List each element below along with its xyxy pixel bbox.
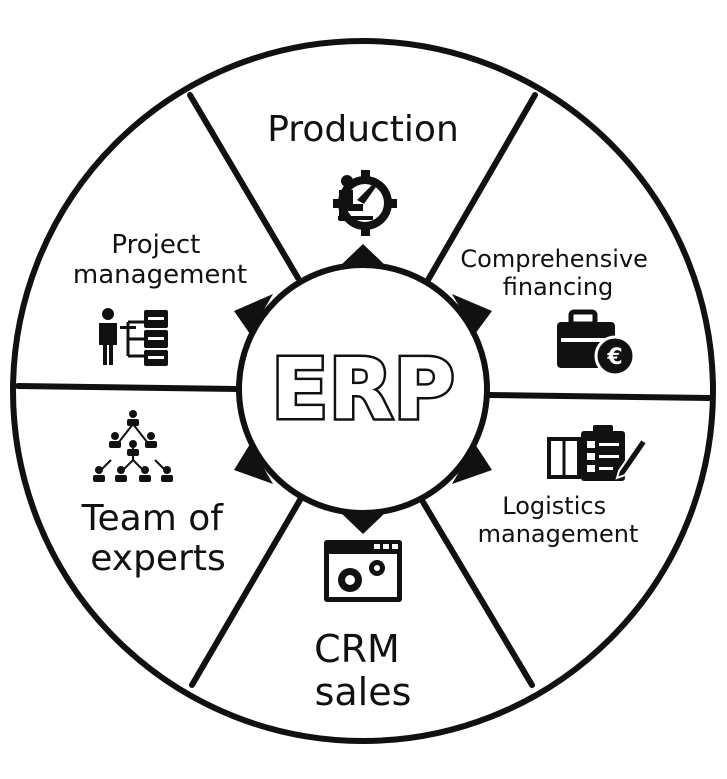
segment-logistics-line-2: management bbox=[478, 520, 639, 548]
hub-ray-bottom-right bbox=[452, 444, 492, 484]
hub-ray-top-right bbox=[452, 294, 492, 334]
segment-crm-sales[interactable]: CRM sales bbox=[314, 540, 412, 714]
segment-team-of-experts[interactable]: Team of experts bbox=[81, 410, 235, 579]
briefcase-euro-icon: € bbox=[557, 309, 636, 377]
center-hub: ERP bbox=[234, 244, 492, 534]
segment-crm-line-2: sales bbox=[315, 670, 412, 714]
divider-top-right bbox=[425, 92, 538, 283]
divider-left bbox=[15, 383, 241, 392]
hub-rays bbox=[234, 244, 492, 534]
hub-circle bbox=[236, 262, 490, 516]
segment-crm-label: CRM sales bbox=[314, 627, 412, 714]
segment-financing-label: Comprehensive financing bbox=[460, 245, 655, 301]
hierarchy-people-icon bbox=[93, 410, 173, 482]
segment-logistics-label: Logistics management bbox=[478, 492, 639, 548]
worker-gear-icon bbox=[333, 170, 397, 236]
segment-team-line-1: Team of bbox=[81, 498, 225, 539]
hub-ray-top-left bbox=[234, 294, 273, 334]
hub-ray-bottom-left bbox=[234, 444, 273, 484]
segment-project-label: Project management bbox=[73, 230, 247, 290]
segment-financing-line-1: Comprehensive bbox=[460, 245, 648, 273]
segment-dividers bbox=[15, 92, 713, 688]
center-erp-label: ERP bbox=[271, 340, 455, 438]
segment-production-line-1: Production bbox=[267, 109, 459, 150]
hub-ray-top bbox=[340, 244, 386, 266]
box-clipboard-icon bbox=[547, 425, 649, 481]
person-flowchart-icon bbox=[99, 308, 168, 366]
segment-logistics-line-1: Logistics bbox=[502, 492, 606, 520]
segment-crm-line-1: CRM bbox=[314, 627, 400, 671]
segment-project-management[interactable]: Project management bbox=[73, 230, 247, 366]
divider-bottom-right bbox=[420, 499, 535, 688]
segment-team-label: Team of experts bbox=[81, 498, 235, 579]
browser-gears-icon bbox=[324, 540, 402, 602]
divider-right bbox=[486, 392, 713, 401]
segment-project-line-1: Project bbox=[111, 230, 200, 260]
divider-top-left bbox=[187, 92, 301, 281]
segment-logistics-management[interactable]: Logistics management bbox=[478, 425, 649, 548]
segment-comprehensive-financing[interactable]: Comprehensive financing € bbox=[460, 245, 655, 377]
segment-project-line-2: management bbox=[73, 260, 247, 290]
segment-production[interactable]: Production bbox=[267, 109, 459, 236]
divider-bottom-left bbox=[189, 497, 303, 688]
segment-financing-line-2: financing bbox=[503, 273, 614, 301]
segment-team-line-2: experts bbox=[90, 538, 226, 579]
hub-ray-bottom bbox=[340, 512, 386, 534]
segment-production-label: Production bbox=[267, 109, 459, 150]
svg-text:€: € bbox=[606, 345, 622, 370]
